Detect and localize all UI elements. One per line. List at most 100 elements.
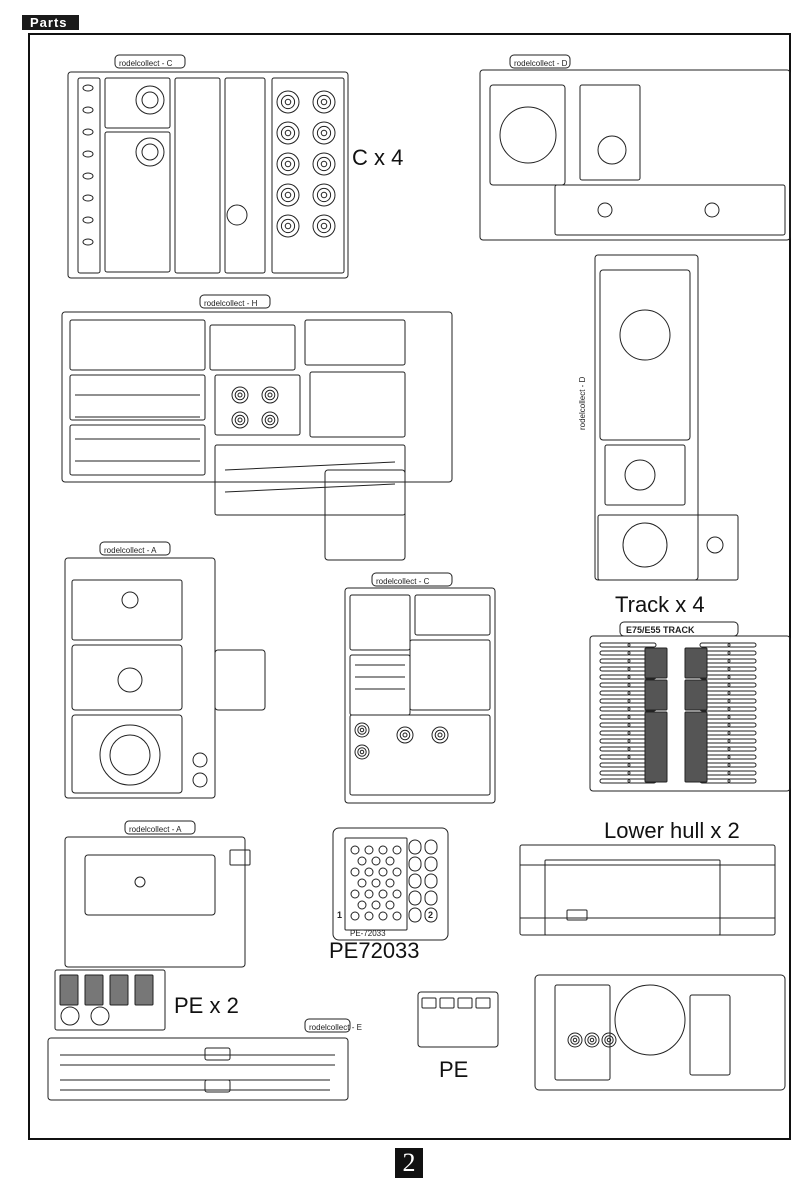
part-ring	[134, 876, 146, 888]
lower-hull-part	[519, 844, 776, 936]
track-section	[644, 679, 668, 711]
track-link	[727, 738, 757, 744]
road-wheel-center	[237, 392, 243, 398]
track-link	[599, 778, 631, 784]
part-ring	[121, 591, 139, 609]
track-link	[727, 746, 757, 752]
small-part	[82, 106, 94, 114]
sprue-tag	[199, 294, 271, 309]
track-link	[727, 714, 757, 720]
small-ring	[192, 772, 208, 788]
pe-hole	[392, 867, 402, 877]
road-wheel	[354, 722, 370, 738]
pe-plate	[344, 837, 408, 931]
small-part	[82, 150, 94, 158]
track-link	[727, 754, 757, 760]
road-wheel-center	[320, 191, 328, 199]
pe72033-label: PE72033	[329, 938, 420, 963]
road-wheel	[276, 90, 300, 114]
road-wheel	[276, 214, 300, 238]
track-link	[727, 706, 757, 712]
pe-grille-round	[60, 1006, 80, 1026]
sprue-frame	[64, 557, 216, 799]
side-skirt	[224, 461, 396, 471]
part-cell	[69, 424, 206, 476]
part-cell	[69, 374, 206, 421]
pe-grille	[134, 974, 154, 1006]
track-link	[599, 770, 631, 776]
sprue-tag-text: rodelcollect - D	[514, 59, 568, 68]
road-wheel	[231, 386, 249, 404]
pe-grille-round	[90, 1006, 110, 1026]
track-section	[684, 679, 708, 711]
road-wheel-center	[284, 222, 292, 230]
pe-grille	[84, 974, 104, 1006]
part-cell	[214, 374, 301, 436]
small-ring	[597, 202, 613, 218]
road-wheel-hub	[280, 125, 296, 141]
track-link	[599, 738, 631, 744]
track-link	[599, 650, 631, 656]
pe-part	[457, 997, 473, 1009]
hull-detail	[554, 984, 611, 1081]
track-link	[599, 722, 631, 728]
track-link	[599, 706, 631, 712]
road-wheel-hub	[316, 156, 332, 172]
pe-hole	[392, 845, 402, 855]
lower-hull-assembly	[534, 974, 786, 1091]
road-wheel	[312, 152, 336, 176]
pe-hole	[378, 867, 388, 877]
pe-x2-label: PE x 2	[174, 993, 239, 1018]
road-wheel-hub	[357, 725, 367, 735]
pe-hole	[385, 900, 395, 910]
sprocket	[135, 85, 165, 115]
part-cell	[69, 319, 206, 371]
road-wheel-center	[589, 1037, 595, 1043]
sprue-tag	[114, 54, 186, 69]
road-wheel-center	[284, 98, 292, 106]
pe-fret	[54, 969, 166, 1031]
turret-ring	[622, 522, 668, 568]
track-link	[727, 762, 757, 768]
sprue-tag	[99, 541, 171, 556]
sprue-c-count-label: C x 4	[352, 145, 404, 170]
sprue-frame	[61, 311, 453, 483]
small-part	[82, 84, 94, 92]
road-wheel-center	[437, 732, 443, 738]
pe-clamp	[408, 890, 422, 906]
road-wheel-hub	[280, 218, 296, 234]
pe-plate-code: PE-72033	[350, 929, 386, 938]
hatch-ring	[597, 135, 627, 165]
pe-hole	[378, 845, 388, 855]
pe-hole	[357, 856, 367, 866]
sprue-tag-text: rodelcollect - H	[204, 299, 258, 308]
road-wheel-hub	[280, 94, 296, 110]
pe-hole	[364, 889, 374, 899]
track-link	[599, 658, 631, 664]
road-wheel-hub	[234, 389, 246, 401]
road-wheel-center	[284, 129, 292, 137]
road-wheel	[276, 121, 300, 145]
road-wheel	[601, 1032, 617, 1048]
part-cell	[174, 77, 221, 274]
sprue-tag	[304, 1018, 351, 1033]
track-section	[684, 711, 708, 783]
road-wheel-hub	[316, 187, 332, 203]
track-link	[599, 690, 631, 696]
part-cell	[104, 131, 171, 273]
road-wheel-hub	[316, 125, 332, 141]
road-wheel-center	[284, 160, 292, 168]
small-ring	[192, 752, 208, 768]
pe-hole	[371, 856, 381, 866]
pe-hole	[350, 867, 360, 877]
road-wheel-hub	[280, 187, 296, 203]
track-link	[599, 714, 631, 720]
pe-hole	[350, 911, 360, 921]
part-cell	[209, 324, 296, 371]
part-cell	[414, 594, 491, 636]
sprocket	[135, 137, 165, 167]
small-part	[82, 216, 94, 224]
pe-part	[439, 997, 455, 1009]
road-wheel	[312, 90, 336, 114]
